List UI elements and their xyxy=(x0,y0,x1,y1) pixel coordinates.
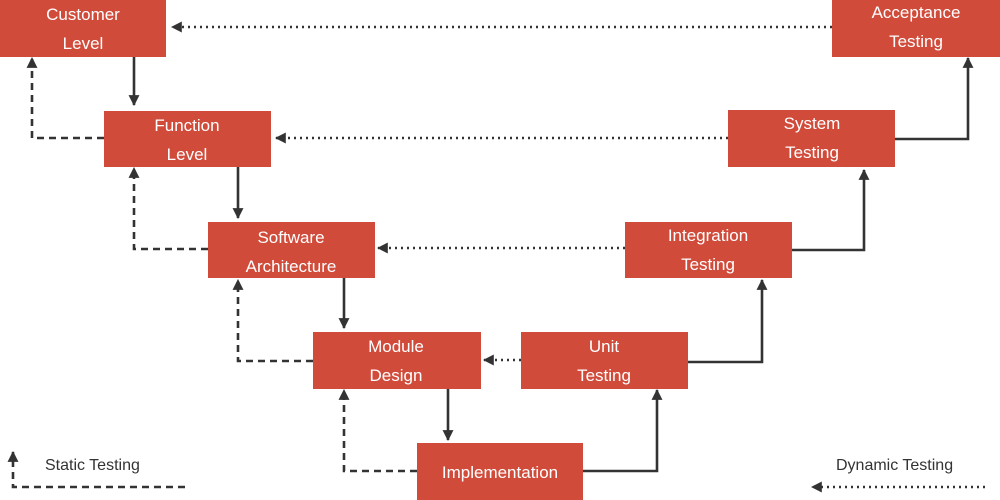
customer-level-line-2: Level xyxy=(63,34,104,53)
module-design-line-1: Module xyxy=(368,337,424,356)
arrow-implementation-to-unit xyxy=(583,388,663,473)
arrow-unit-to-integration xyxy=(688,278,768,364)
module-design-box: Module Design xyxy=(313,332,481,389)
static-testing-arrows xyxy=(26,56,417,473)
system-testing-line-1: System xyxy=(784,114,841,133)
acceptance-testing-line-2: Testing xyxy=(889,32,943,51)
dynamic-testing-arrows xyxy=(170,21,832,366)
customer-level-box: Customer Level xyxy=(0,0,166,57)
legend-static-label: Static Testing xyxy=(45,457,140,474)
integration-testing-line-1: Integration xyxy=(668,226,748,245)
function-level-box: Function Level xyxy=(104,111,271,167)
implementation-box: Implementation xyxy=(417,443,583,500)
legend-static-arrow xyxy=(7,450,185,489)
software-architecture-line-1: Software xyxy=(257,228,324,247)
static-arrow-implementation-to-module xyxy=(338,388,417,473)
unit-testing-line-2: Testing xyxy=(577,366,631,385)
unit-testing-line-1: Unit xyxy=(589,337,620,356)
legend-static: Static Testing xyxy=(7,450,185,489)
integration-testing-box: Integration Testing xyxy=(625,222,792,278)
arrow-integration-to-system xyxy=(792,168,870,252)
module-design-line-2: Design xyxy=(370,366,423,385)
function-level-line-2: Level xyxy=(167,145,208,164)
descent-arrows xyxy=(128,57,454,442)
software-architecture-line-2: Architecture xyxy=(246,257,337,276)
arrow-system-to-acceptance xyxy=(895,56,974,141)
static-arrow-software-to-function xyxy=(128,166,208,251)
integration-testing-line-2: Testing xyxy=(681,255,735,274)
customer-level-line-1: Customer xyxy=(46,5,120,24)
system-testing-line-2: Testing xyxy=(785,143,839,162)
legend-dynamic-label: Dynamic Testing xyxy=(836,457,953,474)
ascent-arrows xyxy=(583,56,974,473)
static-arrow-function-to-customer xyxy=(26,56,104,140)
acceptance-testing-box: Acceptance Testing xyxy=(832,0,1000,57)
implementation-line-1: Implementation xyxy=(442,463,558,482)
system-testing-box: System Testing xyxy=(728,110,895,167)
static-arrow-module-to-software xyxy=(232,278,313,363)
acceptance-testing-line-1: Acceptance xyxy=(872,3,961,22)
function-level-line-1: Function xyxy=(154,116,219,135)
software-architecture-box: Software Architecture xyxy=(208,222,375,278)
legend-dynamic: Dynamic Testing xyxy=(810,457,985,493)
unit-testing-box: Unit Testing xyxy=(521,332,688,389)
